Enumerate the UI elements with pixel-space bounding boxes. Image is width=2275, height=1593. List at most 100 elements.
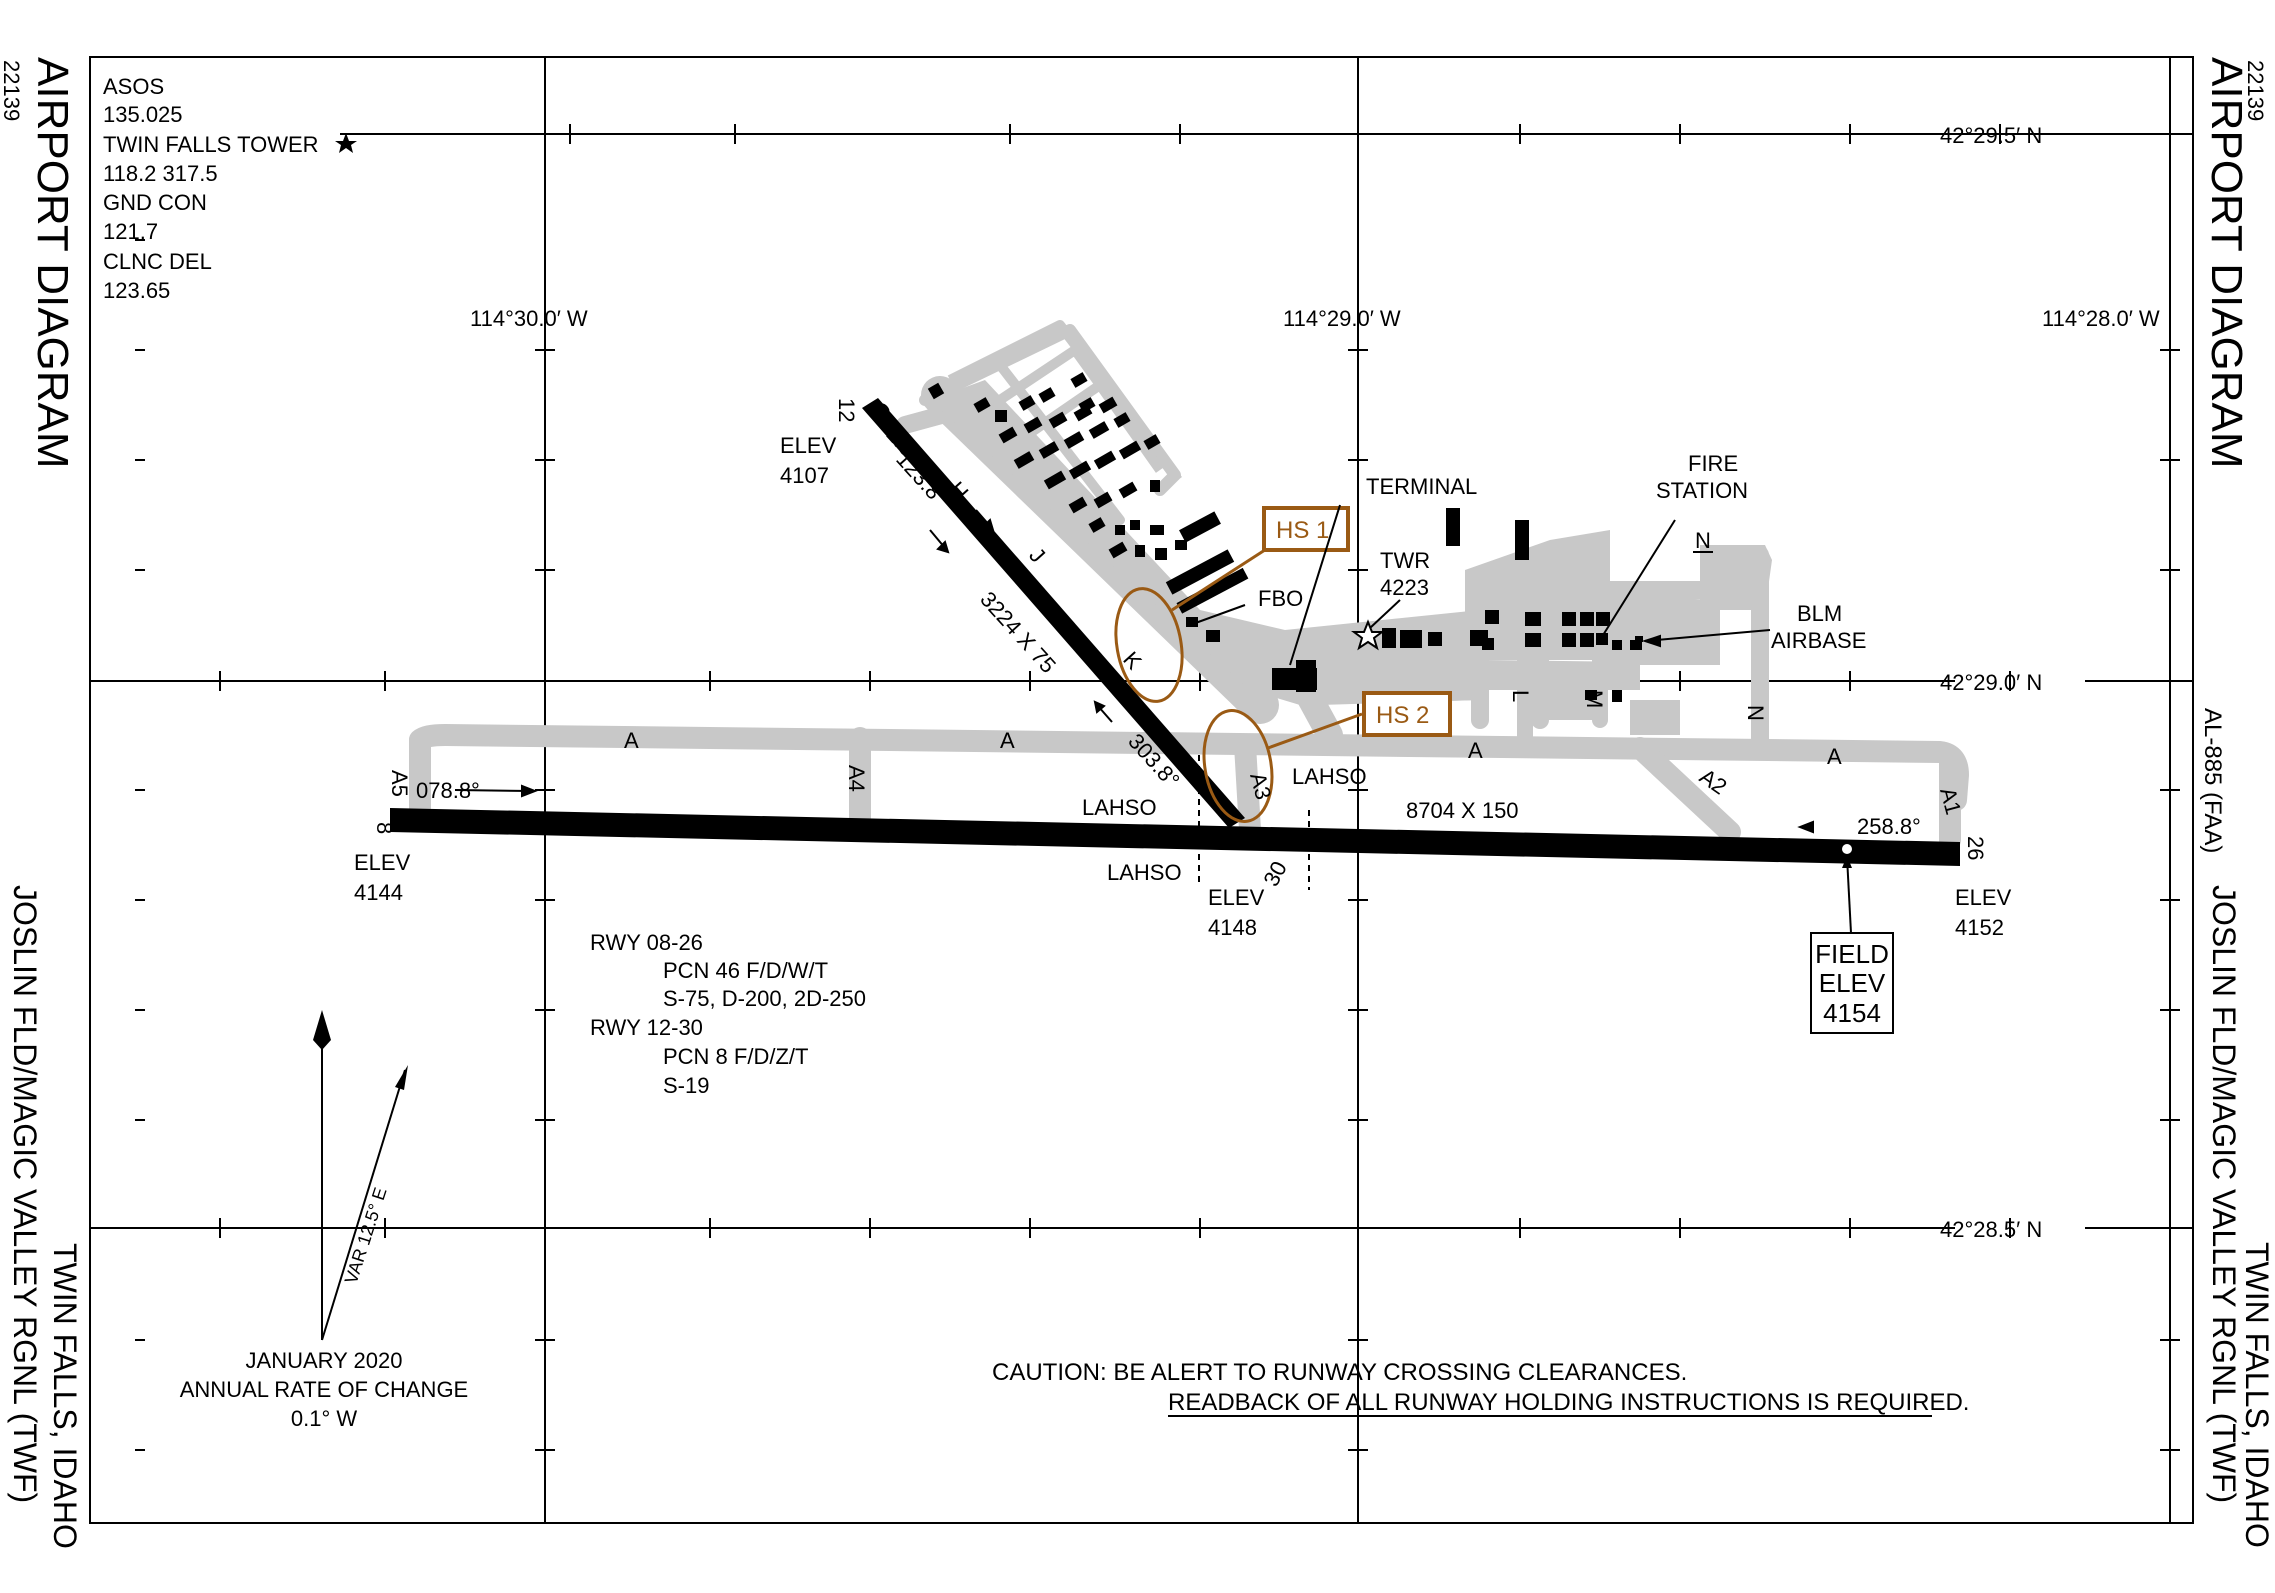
chart-frame [89,56,2194,1524]
taxiway-l-label: L [1508,690,1533,702]
blm-label: BLM [1797,601,1842,626]
mag-variation-label: VAR 12.5° E [341,1185,391,1286]
rwy-12-elev-label: ELEV [780,433,837,458]
taxiway-m-label: M [1582,690,1607,708]
taxiway-n-label-1: N [1695,528,1711,553]
mag-rate: 0.1° W [291,1406,357,1431]
caution-line-1: CAUTION: BE ALERT TO RUNWAY CROSSING CLE… [992,1359,1687,1386]
taxiway-a-label-4: A [1827,744,1842,769]
hotspot-1-box [1262,506,1350,552]
taxiway-a5-label: A5 [387,770,412,797]
freq-line-4: 118.2 317.5 [103,161,218,186]
mag-rate-label: ANNUAL RATE OF CHANGE [180,1377,468,1402]
field-elev-leader [1846,856,1852,934]
hangar-perimeter [947,320,1182,484]
freq-line-2: 135.025 [103,102,183,127]
rwy-info-2: PCN 46 F/D/W/T [663,958,828,983]
rwy-info-3: S-75, D-200, 2D-250 [663,986,866,1011]
lon-label-1: 114°30.0′ W [470,306,588,331]
freq-line-3: TWIN FALLS TOWER [103,132,319,157]
direction-arrows [929,509,1113,723]
runway-12-30 [862,398,1245,828]
freq-line-5: GND CON [103,190,207,215]
taxiway-a-label-2: A [1000,728,1015,753]
true-north-arrow-icon [313,1010,331,1050]
lahso-lines [1198,755,1310,890]
leader-lines [454,504,1814,834]
pavement-aprons [930,380,1772,735]
field-elev-box [1810,932,1894,1034]
runway-08-26 [390,808,1960,866]
airport-name-right: JOSLIN FLD/MAGIC VALLEY RGNL (TWF) [2206,885,2242,1503]
blm-apron [1595,595,1720,665]
terminal-label: TERMINAL [1366,474,1477,499]
rwy-12-elev: 4107 [780,463,829,488]
freq-line-6: 121.7 [103,219,158,244]
tower-elev: 4223 [1380,575,1429,600]
buildings [927,372,1643,702]
caution-line-2: READBACK OF ALL RUNWAY HOLDING INSTRUCTI… [1168,1389,1969,1416]
field-elev-title: FIELD [1815,939,1889,969]
taxiway-a4-label: A4 [844,765,869,792]
hotspot-2-label: HS 2 [1376,702,1429,729]
rwy-info-5: PCN 8 F/D/Z/T [663,1044,808,1069]
hotspot-1-leader [1171,546,1269,612]
freq-line-1: ASOS [103,74,164,99]
city-state-left: TWIN FALLS, IDAHO [47,1243,83,1549]
rwy-08-number: 8 [372,822,397,834]
taxiway-j-label: J [1024,543,1050,568]
taxiway-n-label-2: N [1743,705,1768,721]
rwy-info-4: RWY 12-30 [590,1015,703,1040]
tower-frequency-star-icon [335,133,357,153]
hotspot-1-label: HS 1 [1276,517,1329,544]
lahso-label-2: LAHSO [1292,764,1367,789]
lat-lon-grid [90,57,2171,1523]
apron-link [1485,660,1640,690]
lahso-label-3: LAHSO [1107,860,1182,885]
rwy-08-elev: 4144 [354,880,403,905]
tower-label: TWR [1380,548,1430,573]
rwy-08-26-dimensions: 8704 X 150 [1406,798,1519,823]
magnetic-north-arrow-icon [395,1065,408,1090]
chart-text: AIRPORT DIAGRAM 22139 AIRPORT DIAGRAM 22… [0,57,2275,1549]
rwy-30-elev: 4148 [1208,915,1257,940]
doc-number-left: 22139 [0,60,24,121]
mag-date: JANUARY 2020 [246,1348,403,1373]
apron-m [1630,700,1680,735]
lat-label-1: 42°29.5′ N [1940,123,2042,148]
hotspot-2-leader [1267,712,1363,750]
rwy-26-elev-label: ELEV [1955,885,2012,910]
fire-label: FIRE [1688,451,1738,476]
freq-line-8: 123.65 [103,278,170,303]
central-apron [1465,530,1610,660]
rwy-26-heading: 258.8° [1857,814,1921,839]
rwy-08-elev-label: ELEV [354,850,411,875]
field-elev-point [1842,844,1852,854]
east-apron [1700,545,1772,610]
lon-label-2: 114°29.0′ W [1283,306,1401,331]
station-label: STATION [1656,478,1748,503]
taxiway-a-label-1: A [624,728,639,753]
rwy-30-elev-label: ELEV [1208,885,1265,910]
field-elev-value: 4154 [1823,998,1881,1028]
hotspot-2-box [1362,691,1452,737]
rwy-08-heading: 078.8° [416,778,480,803]
title-right: AIRPORT DIAGRAM [2202,57,2251,469]
hotspot-2-ellipse [1202,709,1274,823]
lahso-label-1: LAHSO [1082,795,1157,820]
freq-line-7: CLNC DEL [103,249,212,274]
grid-edge-ticks [2085,133,2193,1229]
airport-name-left: JOSLIN FLD/MAGIC VALLEY RGNL (TWF) [7,885,43,1503]
tower-star-icon [1351,619,1385,651]
fbo-label: FBO [1258,586,1303,611]
rwy-26-number: 26 [1963,836,1988,860]
taxiway-a-label-3: A [1468,738,1483,763]
hotspot-1-ellipse [1114,587,1184,703]
airbase-label: AIRBASE [1771,628,1866,653]
city-state-right: TWIN FALLS, IDAHO [2239,1242,2275,1548]
rwy-info-6: S-19 [663,1073,709,1098]
procedure-id: AL-885 (FAA) [2199,708,2226,853]
magnetic-north-line [321,1069,406,1341]
lon-label-3: 114°28.0′ W [2042,306,2160,331]
title-left: AIRPORT DIAGRAM [28,57,77,469]
